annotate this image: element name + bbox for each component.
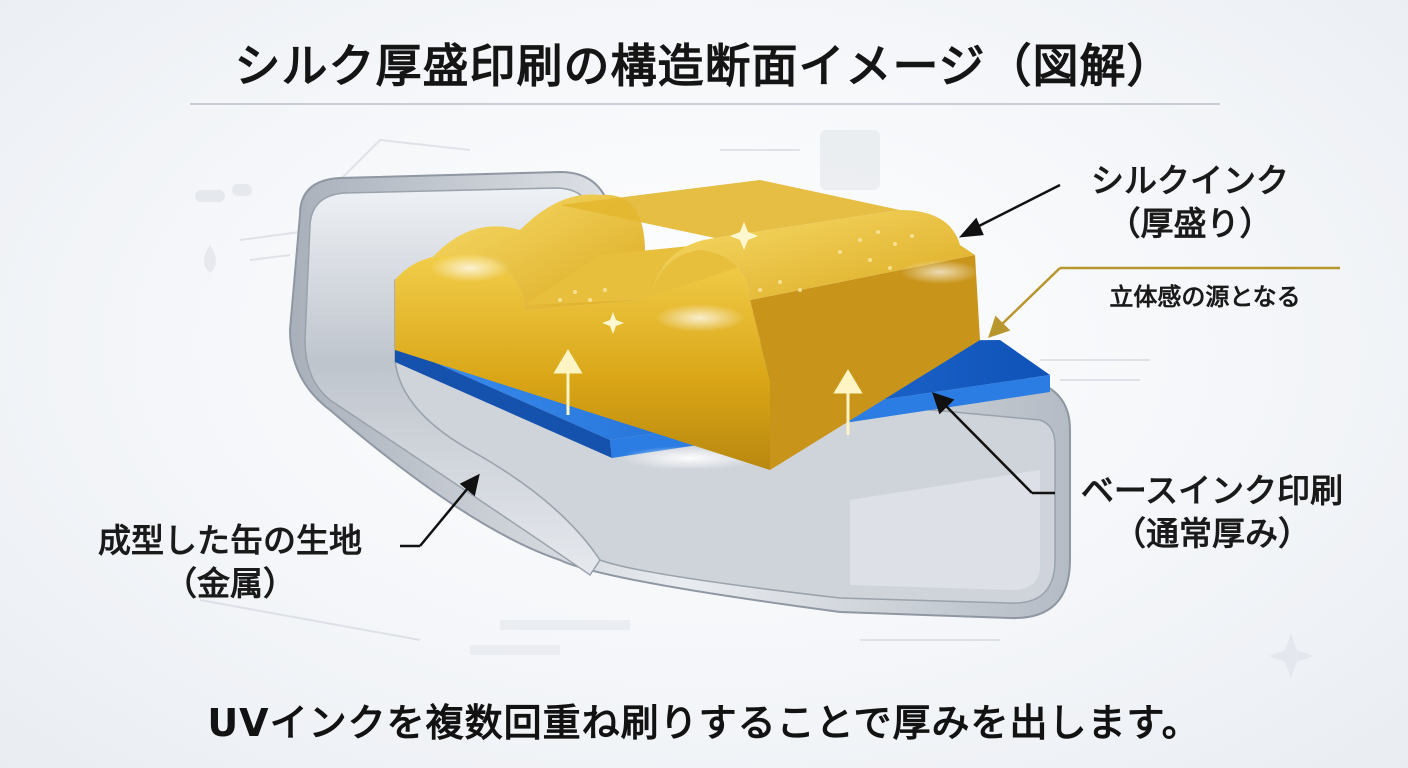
arrow-up-icon <box>833 369 863 435</box>
silk-ink-leader <box>958 183 1061 238</box>
base-ink-leader <box>932 392 1055 495</box>
metal-label: 成型した缶の生地 （金属） <box>60 520 400 606</box>
metal-label-line1: 成型した缶の生地 <box>98 521 362 560</box>
silk-ink-layer <box>395 180 980 470</box>
title-divider <box>190 103 1220 105</box>
base-ink-label: ベースインク印刷 （通常厚み） <box>1052 470 1372 556</box>
silk-ink-note: 立体感の源となる <box>1109 283 1301 311</box>
silk-ink-label: シルクインク （厚盛り） <box>1060 160 1320 246</box>
metal-label-line2: （金属） <box>164 563 296 603</box>
silk-note-leader <box>988 266 1340 338</box>
sparkle-icon <box>1269 634 1313 678</box>
silk-ink-label-line1: シルクインク <box>1091 161 1289 200</box>
page-title: シルク厚盛印刷の構造断面イメージ（図解） <box>234 39 1174 93</box>
silk-ink-label-line2: （厚盛り） <box>1107 203 1273 243</box>
base-ink-label-line2: （通常厚み） <box>1113 513 1311 553</box>
background-decoration <box>195 130 1150 655</box>
base-ink-label-line1: ベースインク印刷 <box>1080 471 1344 510</box>
sparkle-icon <box>602 222 758 334</box>
metal-leader <box>400 473 480 548</box>
arrow-up-icon <box>553 349 583 415</box>
footer-caption: UVインクを複数回重ね刷りすることで厚みを出します。 <box>207 701 1201 745</box>
